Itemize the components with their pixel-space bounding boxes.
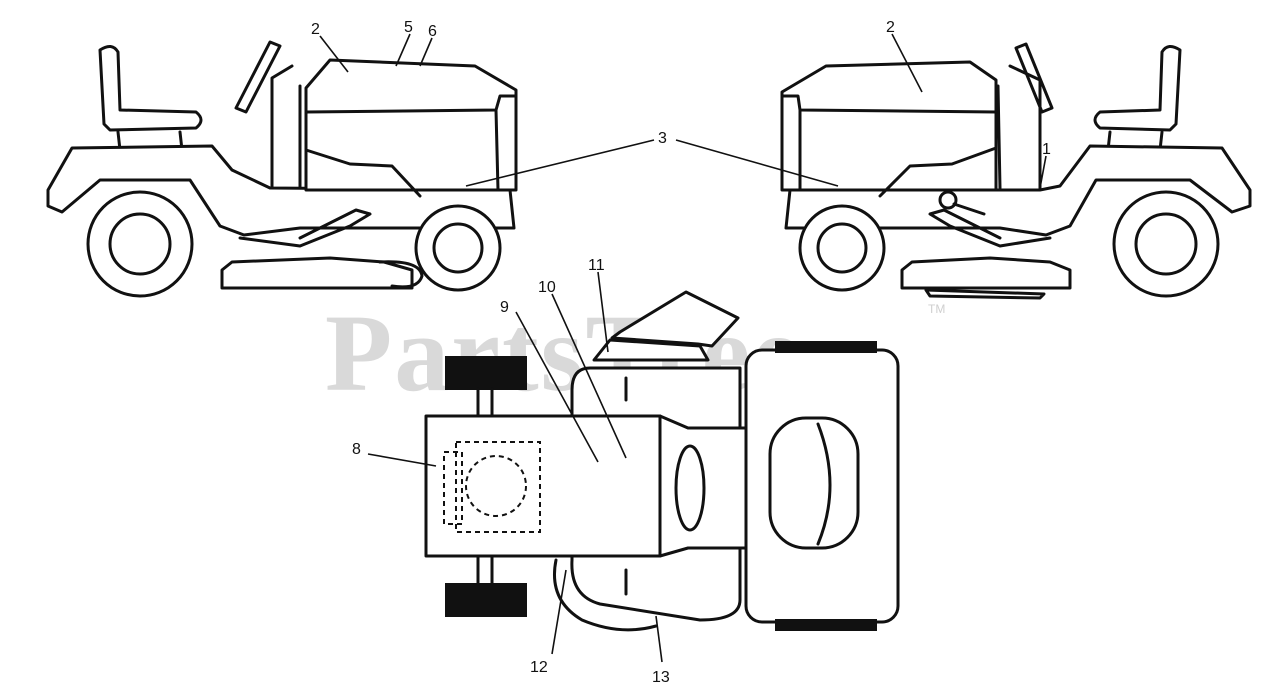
callout-1: 1 [1042,141,1051,158]
callout-13: 13 [652,669,670,686]
callout-8: 8 [352,441,361,458]
discharge-chute [610,290,740,348]
mower-deck-right [900,256,1072,290]
steering-wheel-left [234,40,282,114]
callout-9: 9 [500,299,509,316]
callout-2-left: 2 [311,21,320,38]
tractor-left-side-view [46,40,518,298]
mower-deck-left [220,256,414,290]
front-tire-top [775,341,877,353]
steering-wheel-right [1014,42,1054,114]
seat-left [98,45,203,132]
hood-left [304,58,518,192]
callout-numbers: 2 5 6 2 1 3 8 9 10 11 12 13 [311,19,1051,686]
front-tire-bottom [775,619,877,631]
rear-tire-top [445,356,527,390]
rear-body-top [424,414,662,558]
watermark-trademark: TM [928,302,945,316]
callout-3: 3 [658,130,667,147]
callout-2-right: 2 [886,19,895,36]
rear-body-right [784,144,1252,237]
rear-body-left [46,144,516,237]
callout-12: 12 [530,659,548,676]
callout-5: 5 [404,19,413,36]
rear-tire-bottom [445,583,527,617]
tractor-right-side-view [780,42,1252,300]
callout-6: 6 [428,23,437,40]
hood-right [780,60,998,192]
callout-11: 11 [588,257,605,274]
leader-lines [319,33,1047,663]
seat-right [1093,45,1182,132]
callout-10: 10 [538,279,556,296]
